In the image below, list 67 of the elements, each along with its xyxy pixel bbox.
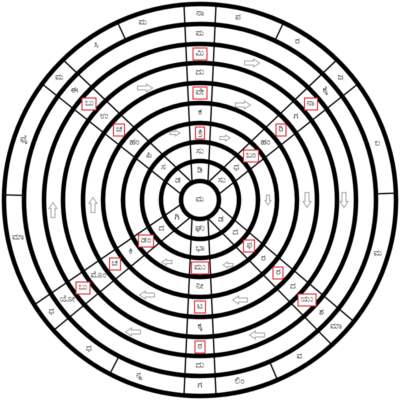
letter: ಡಿ (197, 166, 203, 176)
letter: ಪಿ (146, 150, 152, 162)
letter: ನ್ನ (136, 370, 142, 382)
highlighted-letter-box: ಯು (298, 293, 317, 306)
letter: ಕೈ (322, 86, 328, 97)
highlighted-letter-box: ಕ್ರಿ (195, 126, 205, 139)
highlighted-letter-box: ಮಿ (192, 47, 208, 60)
letter: ನೀ (196, 282, 204, 292)
letter: ಹಂ (260, 137, 271, 148)
highlighted-letter-box: ಠಿ (275, 123, 286, 136)
highlighted-letter-box: ಚ (108, 258, 120, 271)
highlighted-letter-box: ರ (272, 266, 284, 280)
letter: ದು (196, 68, 204, 78)
highlighted-letter-box: ಚ (113, 123, 126, 136)
highlighted-letter-box: ಬು (82, 97, 97, 110)
letter: ದು (196, 360, 204, 372)
letter: ಮ (374, 248, 383, 260)
highlighted-letter-box: ಠ (194, 340, 206, 353)
letter: ಗ (293, 111, 298, 122)
letter: ಧ (234, 162, 240, 174)
letter: ಧ (48, 306, 54, 318)
letter: ಉ (100, 111, 108, 122)
letter: ಜ (337, 72, 344, 84)
letter: ನಾ (196, 8, 204, 20)
letter: ಕ (198, 108, 202, 118)
letter: ಸಿ (94, 40, 99, 52)
letter: ಈ (70, 86, 79, 97)
letter: ಗ (198, 380, 202, 392)
letter: ಲಿಂ (234, 376, 245, 388)
letter: ದ (290, 281, 296, 292)
letter: ಮ (55, 72, 64, 84)
letter: ಘು (195, 224, 205, 234)
letter: ಧ (86, 344, 92, 355)
letter: ದ (232, 228, 238, 239)
letter: ರ (295, 36, 300, 48)
letter: ಸು (196, 146, 204, 157)
letter: ಫೈ (20, 134, 28, 146)
highlighted-letter-box: ಮು (191, 261, 209, 274)
letter: ಮ (138, 17, 148, 28)
letter: ಮಾ (330, 321, 342, 332)
highlighted-letter-box: ನಾ (304, 97, 318, 110)
highlighted-letter-box: ಬಂ (242, 149, 259, 162)
letter: ಭಾ (196, 243, 204, 254)
letter: ಗಿ (174, 212, 180, 223)
highlighted-letter-box: ಟ (194, 300, 206, 314)
letter: ಕಿ (128, 246, 132, 258)
letter: ಹಂ (129, 137, 140, 148)
letter: ಲ (374, 138, 380, 150)
highlighted-letter-box: ಡಂ (138, 234, 154, 248)
letter: ಡ (175, 176, 182, 186)
letter: ರ (261, 254, 266, 265)
letter: ಮ (196, 28, 204, 40)
letter: ಡ (218, 214, 224, 226)
letter: ಮೊಂ (90, 270, 107, 282)
letter: ಮಾ (12, 232, 24, 244)
letter: ಕ್ಕ (198, 322, 202, 332)
letter: ದ (158, 224, 164, 235)
letter: ವ (296, 352, 302, 363)
highlighted-letter-box: ವೇ (192, 86, 208, 100)
letter: ಯೋ (59, 294, 76, 306)
highlighted-letter-box: ಬು (76, 282, 90, 295)
letter: ಸು (218, 176, 226, 186)
letter: ಸ (160, 162, 166, 174)
letter: ಮ (196, 194, 204, 206)
letter: ಶ (318, 308, 324, 319)
highlighted-letter-box: ಫ (243, 240, 256, 252)
letter: ಪ (235, 12, 241, 24)
